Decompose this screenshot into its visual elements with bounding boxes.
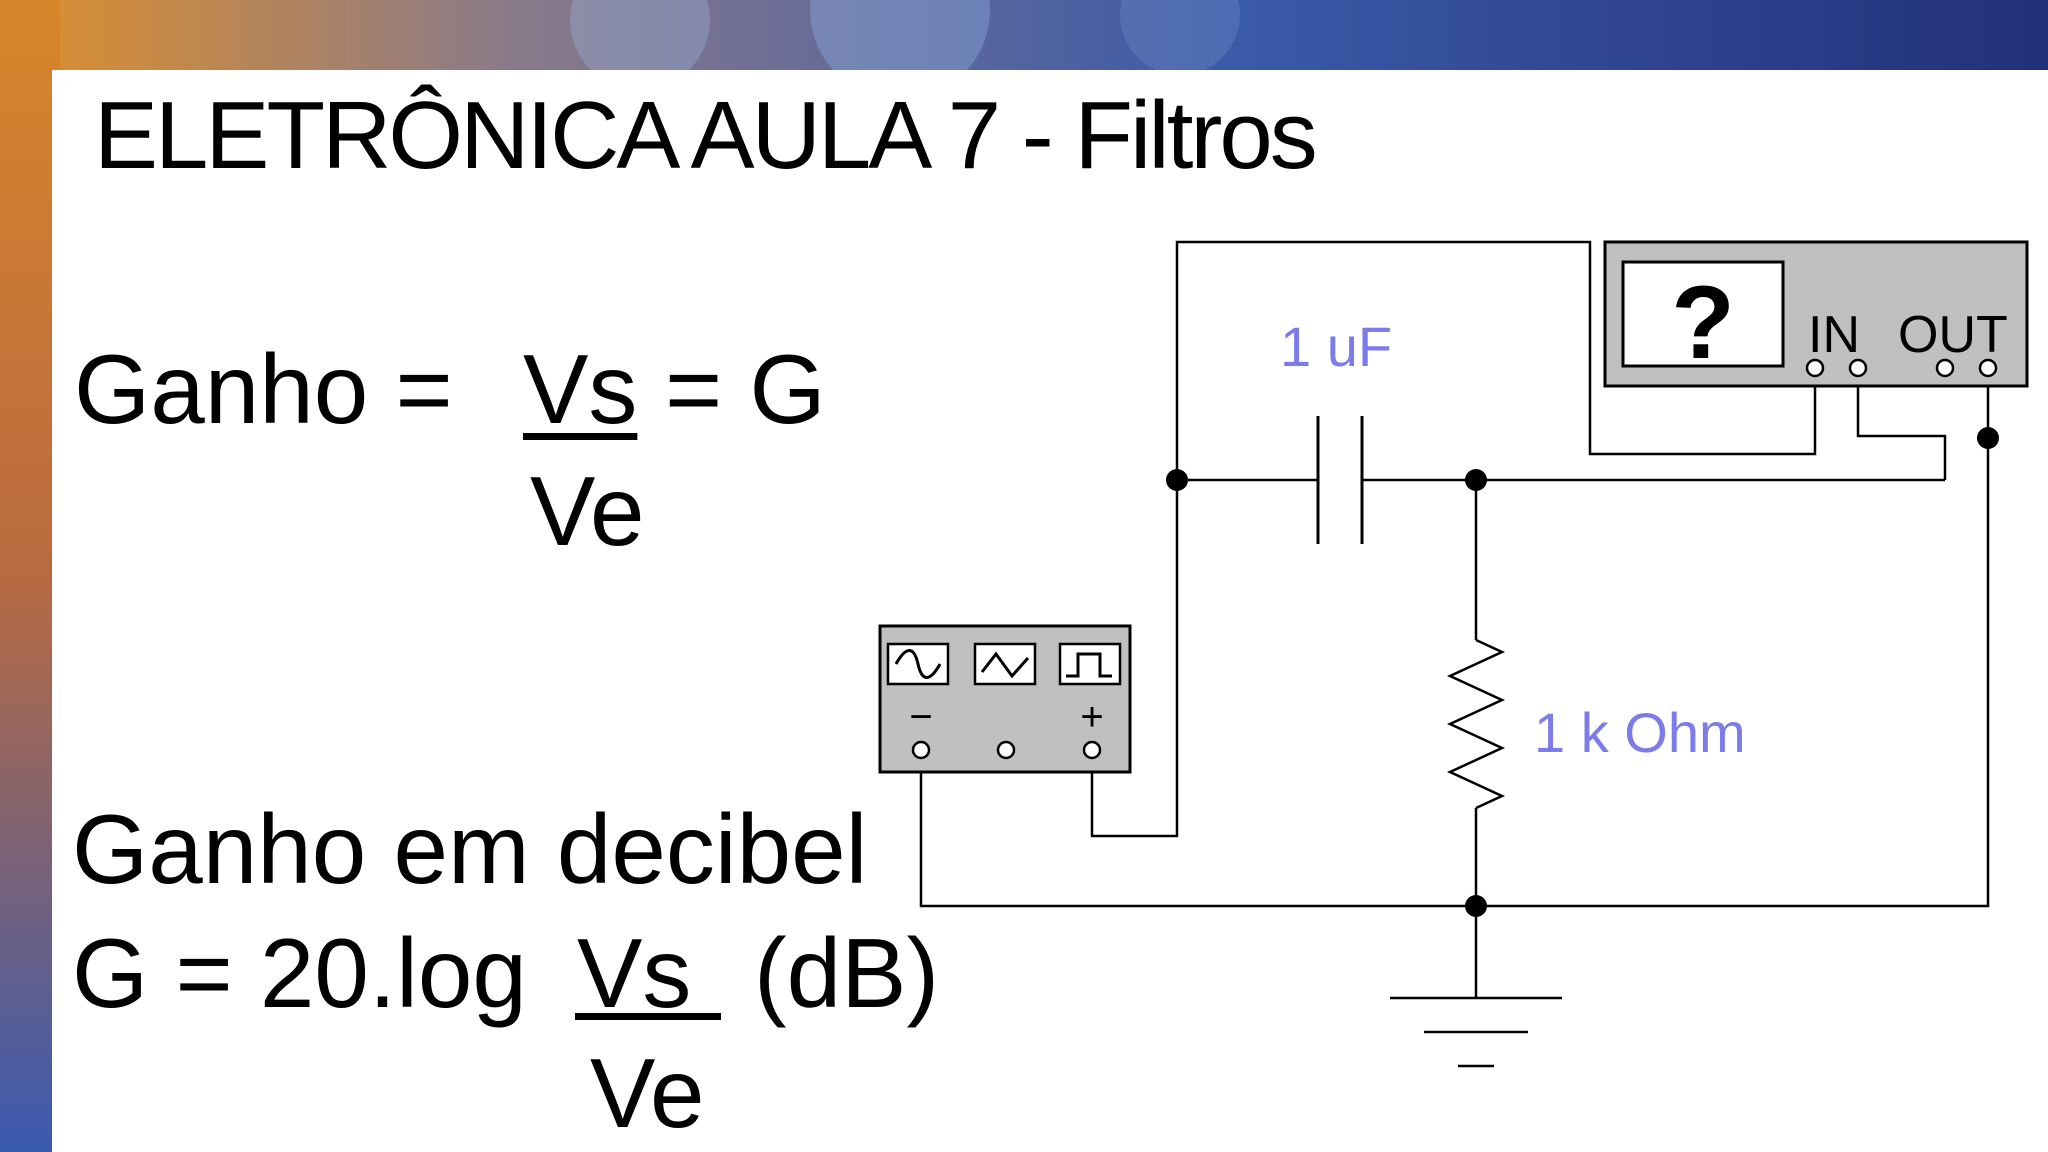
gain-db-numerator: Vs [577, 918, 692, 1028]
square-wave-button [1058, 642, 1122, 686]
circuit-wires [919, 240, 1990, 1068]
gain-label: Ganho = [74, 334, 453, 444]
plotter-in-plus-terminal [1848, 358, 1868, 378]
generator-minus-terminal [911, 740, 931, 760]
slide-title: ELETRÔNICA AULA 7 - Filtros [94, 82, 1318, 189]
square-wave-icon [1066, 652, 1112, 678]
gain-result: = G [665, 334, 826, 444]
gain-db-denominator: Ve [590, 1038, 705, 1148]
fraction-bar [575, 1013, 721, 1020]
generator-plus-terminal [1082, 740, 1102, 760]
generator-minus-label: − [909, 695, 932, 739]
plotter-question-mark: ? [1671, 265, 1735, 381]
gain-denominator: Ve [530, 456, 645, 566]
plotter-out-minus-terminal [1935, 358, 1955, 378]
sine-wave-icon [894, 649, 942, 679]
gain-db-unit: (dB) [754, 918, 940, 1028]
plotter-out-plus-terminal [1978, 358, 1998, 378]
triangle-wave-icon [980, 651, 1030, 679]
function-generator-instrument: − + [878, 624, 1132, 774]
triangle-wave-button [973, 642, 1037, 686]
generator-plus-label: + [1080, 695, 1103, 739]
gain-db-heading: Ganho em decibel [72, 794, 868, 904]
plotter-in-minus-terminal [1805, 358, 1825, 378]
capacitor-label: 1 uF [1280, 315, 1392, 378]
gain-numerator: Vs [523, 334, 638, 444]
bode-plotter-instrument: ? IN OUT [1603, 240, 2029, 388]
capacitor-symbol [1316, 416, 1364, 544]
generator-common-terminal [996, 740, 1016, 760]
gain-db-formula-prefix: G = 20.log [72, 918, 527, 1028]
plotter-in-label: IN [1808, 306, 1860, 364]
plotter-out-label: OUT [1898, 306, 2008, 364]
resistor-label: 1 k Ohm [1534, 701, 1746, 764]
junction-dots [1166, 427, 1999, 917]
